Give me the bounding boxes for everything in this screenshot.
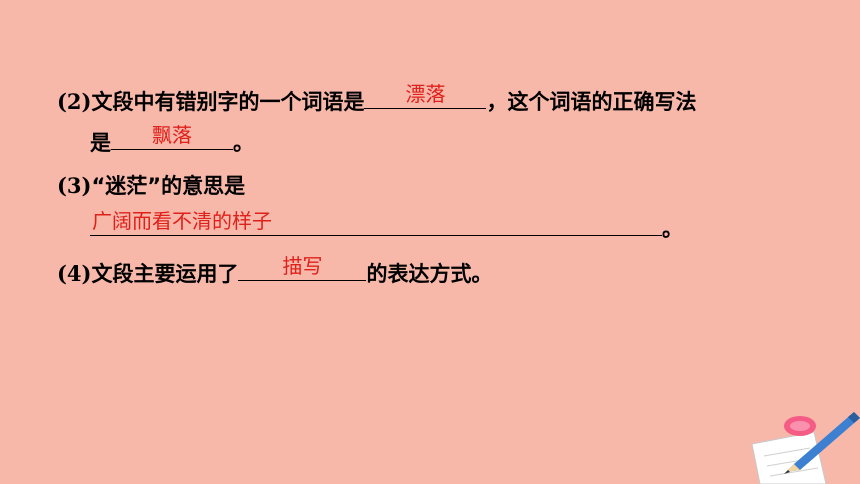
q2-blank-wrong: 漂落 (364, 82, 487, 109)
q3-blank: 广阔而看不清的样子 (90, 209, 662, 236)
q3-text-end: 。 (662, 217, 683, 241)
q4-number: (4) (57, 261, 92, 286)
q2-answer-correct: 飘落 (152, 123, 192, 147)
q4-line: (4)文段主要运用了 描写 的表达方式。 (57, 254, 493, 288)
q2-line1: (2)文段中有错别字的一个词语是 漂落 ，这个词语的正确写法 (57, 82, 697, 116)
q3-answer: 广阔而看不清的样子 (92, 209, 272, 233)
q4-text-before: 文段主要运用了 (91, 262, 239, 286)
pencil-and-paper-icon (751, 412, 860, 484)
q2-text-middle: ，这个词语的正确写法 (486, 90, 697, 114)
q2-text-end: 。 (233, 131, 254, 155)
q4-blank: 描写 (238, 254, 367, 281)
q3-text: “迷茫”的意思是 (91, 174, 246, 198)
q2-number: (2) (57, 89, 92, 114)
q4-answer: 描写 (282, 254, 323, 278)
q3-number: (3) (57, 173, 92, 198)
q2-text-line2-start: 是 (90, 131, 111, 155)
q3-line2: 广阔而看不清的样子 。 (90, 209, 683, 243)
q2-blank-correct: 飘落 (111, 123, 233, 150)
q2-line2: 是 飘落 。 (90, 123, 254, 157)
q2-text-before: 文段中有错别字的一个词语是 (91, 90, 365, 114)
q4-text-after: 的表达方式。 (366, 262, 493, 286)
q3-line1: (3)“迷茫”的意思是 (57, 172, 245, 200)
q2-answer-wrong: 漂落 (405, 82, 446, 106)
